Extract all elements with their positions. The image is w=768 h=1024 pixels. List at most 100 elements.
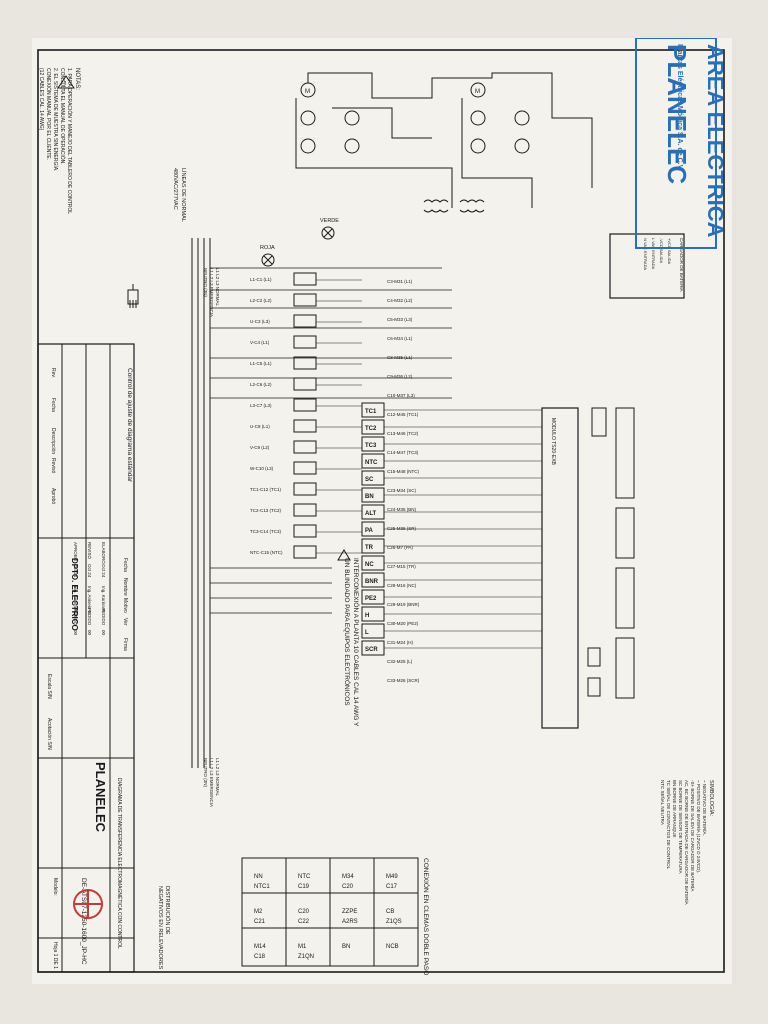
connection-cell: BN xyxy=(342,944,350,950)
terminal-label: SCR xyxy=(365,647,378,653)
svg-text:L1 L2 L3 NORMAL: L1 L2 L3 NORMAL xyxy=(215,268,220,307)
stamp-brand: PLANELEC xyxy=(662,44,692,184)
svg-text:M: M xyxy=(305,89,310,95)
wire-label: C10-M37 (L3) xyxy=(387,393,415,398)
relay-label: U-C3 (L3) xyxy=(250,319,270,324)
approval-cell: Oct 24 xyxy=(87,564,92,578)
wire-label: C30-M20 (PE2) xyxy=(387,621,419,626)
approval-cell: PEDIDO xyxy=(73,608,78,626)
connection-cell: C20 xyxy=(342,884,354,890)
wire-label: C12-M45 (TC1) xyxy=(387,412,419,417)
title-subtitle: Control de ajuste de diagrama estándar xyxy=(126,368,133,483)
svg-text:~ NEGATIVO DE BATERÍA.: ~ NEGATIVO DE BATERÍA. xyxy=(702,780,708,836)
relay-terminal xyxy=(293,545,317,559)
db9-connector-icon xyxy=(591,407,607,437)
wire-label: C4-M32 (L2) xyxy=(387,298,413,303)
rev-header: Aprobó xyxy=(50,488,56,504)
terminal-label: NTC xyxy=(365,460,378,466)
green-lamp-icon xyxy=(321,226,335,240)
wire-label: C13-M46 (TC2) xyxy=(387,431,419,436)
approval-cell: APROBÓ xyxy=(73,542,79,562)
wire-label: C9-M36 (L2) xyxy=(387,374,413,379)
svg-text:DPTO. ELECTRICO: DPTO. ELECTRICO xyxy=(70,558,79,631)
connection-table-title: CONEXIÓN EN CLEMAS DOBLE PASO xyxy=(422,858,431,975)
connection-cell: NN xyxy=(254,874,263,880)
charger-title: CARGADOR DE BATERÍA xyxy=(679,238,685,292)
wire-label: C33-M26 (SCR) xyxy=(387,678,420,683)
svg-text:Hoja 1 DE 1: Hoja 1 DE 1 xyxy=(52,942,58,969)
terminal-label: ALT xyxy=(365,511,377,517)
wire-label: C5-M33 (L3) xyxy=(387,317,413,322)
svg-text:NEUTRO (3N): NEUTRO (3N) xyxy=(203,758,208,788)
connection-cell: C18 xyxy=(254,954,266,960)
acotacion-label: Acotación S/N xyxy=(46,718,52,750)
svg-text:Modelo:: Modelo: xyxy=(52,878,58,896)
wire-label: C8-M35 (L1) xyxy=(387,355,413,360)
approval-cell: PEDIDO xyxy=(101,608,106,626)
planelec-logo xyxy=(73,889,103,919)
svg-text:TC SEÑAL DE CONTACTOS DE CONTR: TC SEÑAL DE CONTACTOS DE CONTROL xyxy=(666,780,672,870)
relay-terminal xyxy=(293,482,317,496)
relay-label: L1-C5 (L1) xyxy=(250,361,272,366)
approval-cell: REVISÓ xyxy=(87,542,93,560)
terminal-label: PA xyxy=(365,528,374,534)
note-line-3: 2. EL SISTEMA DE MUESTRA SIN ENERGÍA. xyxy=(52,68,59,171)
motor-m1-icon: M xyxy=(300,82,316,98)
terminal-label: TR xyxy=(365,545,374,551)
svg-text:M: M xyxy=(475,89,480,95)
approval-column-header: Nombre xyxy=(122,578,128,596)
connection-cell: M49 xyxy=(386,874,398,880)
title-block xyxy=(37,343,135,973)
wire-label: C24-M35 (BN) xyxy=(387,507,417,512)
note-line-5: (12 CABLES CAL. 14 AWG) xyxy=(38,68,44,131)
legend-block: SIMBOLOGÍA: ~ NEGATIVO DE BATERÍA. ~ POS… xyxy=(660,780,715,905)
relay-label: V-C9 (L2) xyxy=(250,445,270,450)
terminal-label: TC2 xyxy=(365,426,377,432)
stamp-dept: AREA ELECTRICA xyxy=(703,44,728,238)
svg-text:NEGATIVOS EN RELEVADORES: NEGATIVOS EN RELEVADORES xyxy=(157,886,163,970)
wire-label: C6-M34 (L1) xyxy=(387,336,413,341)
wire-label: C26-M7 (PA) xyxy=(387,545,413,550)
svg-text:~ POSITIVO DE BATERÍA (12VCD Ó: ~ POSITIVO DE BATERÍA (12VCD Ó 24VCD). xyxy=(696,780,702,873)
module-wire-labels: C3-M31 (L1) C4-M32 (L2) C5-M33 (L3) C6-M34 … xyxy=(387,279,420,683)
relay-terminal xyxy=(293,503,317,517)
terminal-label: PE2 xyxy=(365,596,377,602)
relay-terminal xyxy=(293,293,317,307)
rev-header: Fecha xyxy=(50,398,56,412)
usb-port-icon xyxy=(587,647,601,697)
connection-cell: NTC1 xyxy=(254,884,270,890)
connection-cell: Z1QN xyxy=(298,954,314,960)
bus-labels-bottom: L1 L2 L3 NORMAL L1 L2 L3 EMERGENCIA NEUT… xyxy=(203,758,220,807)
sheet-number: Hoja 1 DE 1 xyxy=(52,942,58,969)
wire-label: C28-M16 (NC) xyxy=(387,583,417,588)
relay-terminal xyxy=(293,398,317,412)
approval-cell: ELABORÓ xyxy=(101,542,107,564)
company-name: PLANELEC xyxy=(93,762,108,833)
relay-label: TC1-C12 (TC1) xyxy=(250,487,282,492)
wire-label: C31-M24 (H) xyxy=(387,640,414,645)
drawing-title: DIAGRAMA DE TRANSFERENCIA ELECTROMAGNÉTI… xyxy=(116,778,123,949)
relay-terminal-strip: L1-C1 (L1)L2-C2 (L2)U-C3 (L3)V-C4 (L1)L1… xyxy=(250,272,362,559)
bus-labels: L1 L2 L3 NORMAL L1 L2 L3 EMERGENCIA NEUT… xyxy=(203,268,220,317)
motor-m2-icon: M xyxy=(470,82,486,98)
distribution-wires xyxy=(210,267,452,614)
coil-stack-right xyxy=(470,110,530,154)
approval-column-header: Fecha xyxy=(122,558,128,572)
svg-text:L VAC ENTRADA: L VAC ENTRADA xyxy=(651,238,656,270)
svg-text:N VAC ENTRADA: N VAC ENTRADA xyxy=(643,238,648,270)
model-label: Modelo: xyxy=(52,878,58,896)
wire-label: C3-M31 (L1) xyxy=(387,279,413,284)
relay-label: NTC-C15 (NTC) xyxy=(250,550,283,555)
svg-text:Control de ajuste de diagrama: Control de ajuste de diagrama estándar xyxy=(126,368,133,483)
note-line-4: CONEXIÓN MANUAL POR EL CLIENTE. xyxy=(45,68,52,160)
wire-label: C15-M48 (NTC) xyxy=(387,469,420,474)
connection-cell: C22 xyxy=(298,919,310,925)
relay-label: U-C8 (L1) xyxy=(250,424,270,429)
warning-icon-interconnect xyxy=(337,549,351,561)
svg-text:DISTRIBUCIÓN DE: DISTRIBUCIÓN DE xyxy=(164,886,171,935)
svg-text:LÍNEAS DE NORMAL: LÍNEAS DE NORMAL xyxy=(180,168,187,222)
relay-terminal xyxy=(293,356,317,370)
relay-terminal xyxy=(293,461,317,475)
battery-charger: CARGADOR DE BATERÍA +VCD SALIDA -VCD SAL… xyxy=(609,233,685,299)
approval-cell: 00 xyxy=(73,630,78,636)
